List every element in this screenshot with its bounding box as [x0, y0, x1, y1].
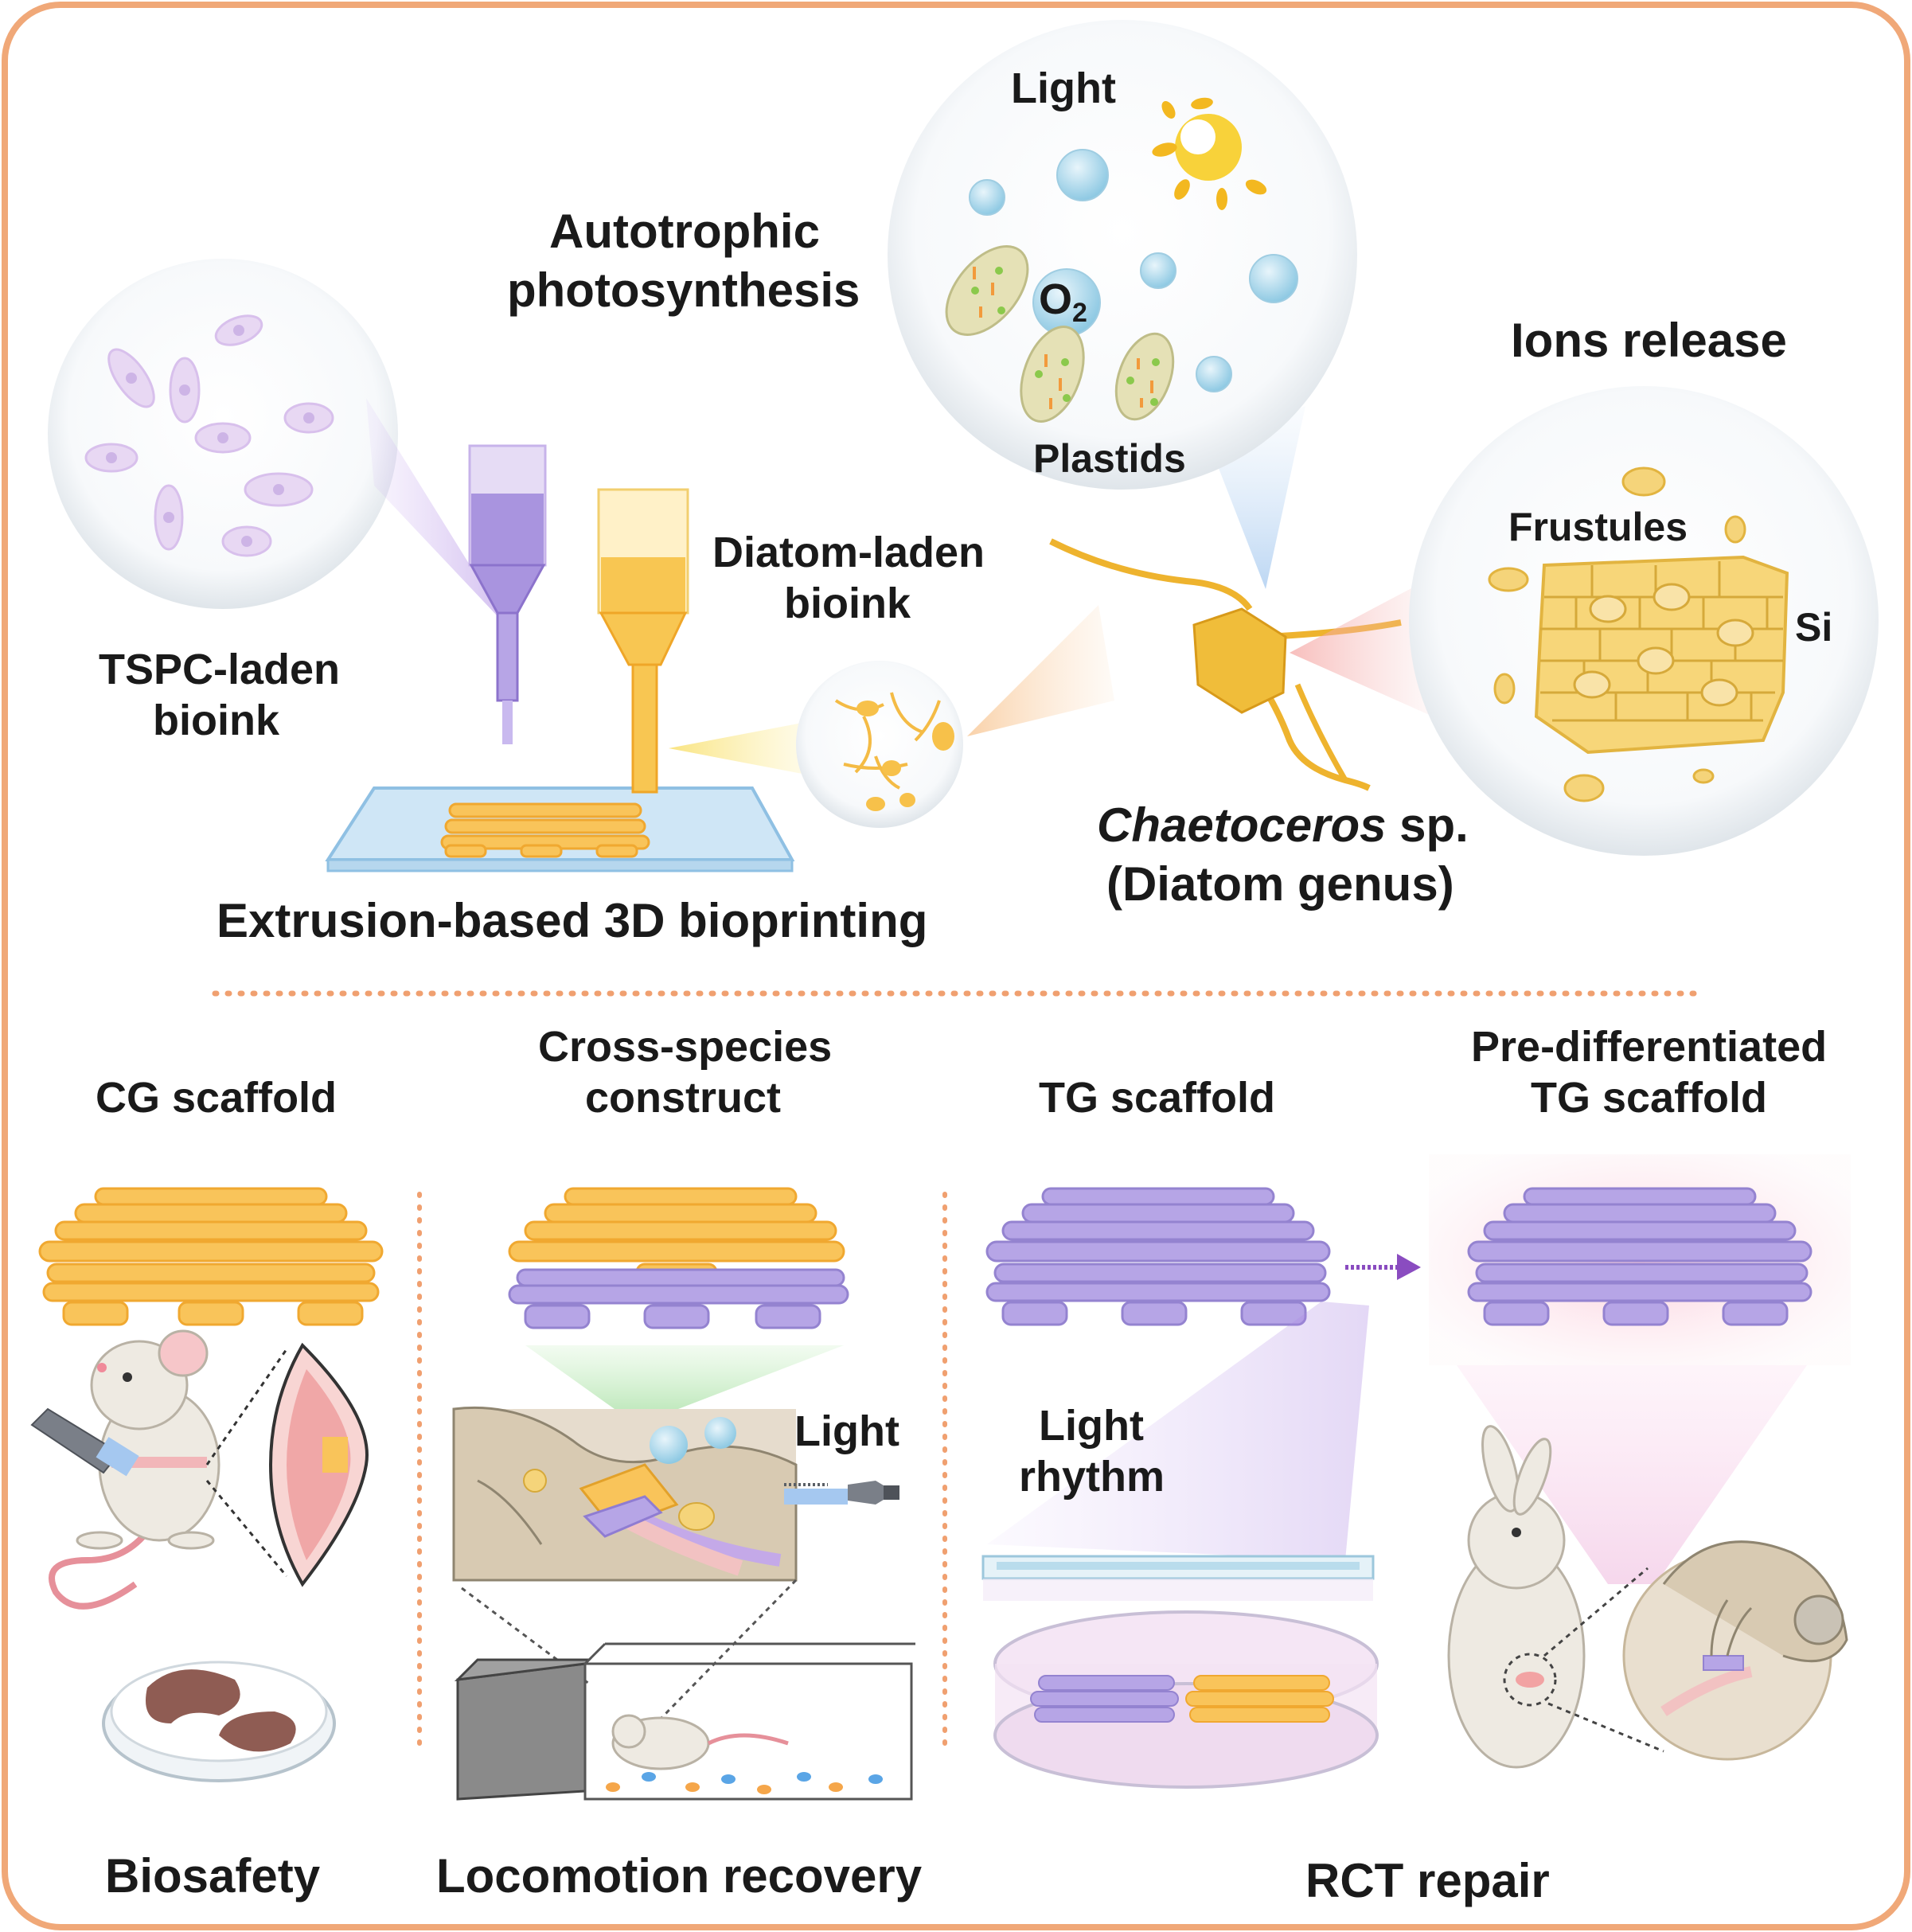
rct-label: RCT repair [1305, 1854, 1550, 1907]
prediff-label-line1: Pre-differentiated [1471, 1023, 1828, 1071]
cross-species-beam [525, 1345, 844, 1425]
plastids-label: Plastids [1033, 436, 1186, 481]
tg-scaffold-icon [985, 1187, 1331, 1326]
cross-species-label-line1: Cross-species [538, 1023, 833, 1071]
species-label-line2: (Diatom genus) [1106, 857, 1454, 911]
photosynthesis-bubble [888, 20, 1357, 589]
light-rhythm-label-line2: rhythm [1019, 1453, 1165, 1501]
light-label-top: Light [1011, 64, 1116, 112]
light-rhythm-beam [987, 1302, 1369, 1560]
arrow-icon [1345, 1254, 1421, 1280]
light-label-bottom: Light [794, 1407, 899, 1455]
species-label-line1: Chaetoceros sp. [1097, 798, 1469, 852]
implant-zoom [205, 1342, 369, 1587]
o2-label: O2 [1039, 275, 1087, 328]
species-to-bioink-beam [967, 605, 1114, 736]
photosynthesis-label-line1: Autotrophic [549, 205, 820, 258]
locomotion-box [454, 1579, 915, 1801]
rabbit-illustration [1447, 1425, 1586, 1769]
petri-dish-organs [102, 1661, 336, 1782]
culture-dish [981, 1555, 1379, 1789]
diatom-bioink-label-line1: Diatom-laden [712, 529, 985, 576]
prediff-beam [1457, 1365, 1807, 1584]
shoulder-zoom [1543, 1540, 1848, 1761]
diatom-bioink-label-line2: bioink [784, 580, 911, 627]
mouse-illustration [49, 1329, 220, 1610]
tspc-bioink-label-line1: TSPC-laden [99, 646, 341, 693]
si-label: Si [1795, 605, 1833, 650]
tspc-bioink-label-line2: bioink [153, 697, 279, 744]
light-rhythm-label-line1: Light [1039, 1402, 1144, 1450]
cg-scaffold-icon [38, 1187, 384, 1326]
locomotion-label: Locomotion recovery [436, 1849, 923, 1903]
light-probe-icon [30, 1407, 139, 1477]
ions-release-label: Ions release [1511, 314, 1787, 367]
biosafety-label: Biosafety [105, 1849, 321, 1903]
cross-species-label-line2: construct [585, 1074, 782, 1122]
cg-scaffold-label: CG scaffold [96, 1074, 338, 1122]
tspc-cells-bubble [48, 259, 398, 609]
frustules-label: Frustules [1508, 505, 1688, 549]
light-emitter-icon [784, 1481, 899, 1505]
sun-icon [1152, 97, 1267, 210]
diatom-nozzle [597, 488, 689, 794]
prediff-label-line2: TG scaffold [1531, 1074, 1768, 1122]
tspc-nozzle [468, 444, 547, 744]
prediff-tg-scaffold-icon [1467, 1187, 1812, 1326]
tg-scaffold-label: TG scaffold [1039, 1074, 1276, 1122]
printing-label: Extrusion-based 3D bioprinting [217, 894, 928, 947]
frustules-bubble [1290, 386, 1879, 856]
photosynthesis-label-line2: photosynthesis [507, 263, 860, 317]
diatom-bioink-bubble [669, 661, 963, 828]
shoulder-anatomy [452, 1406, 798, 1582]
printing-platform [325, 786, 795, 872]
cross-species-scaffold-icon [508, 1187, 849, 1329]
